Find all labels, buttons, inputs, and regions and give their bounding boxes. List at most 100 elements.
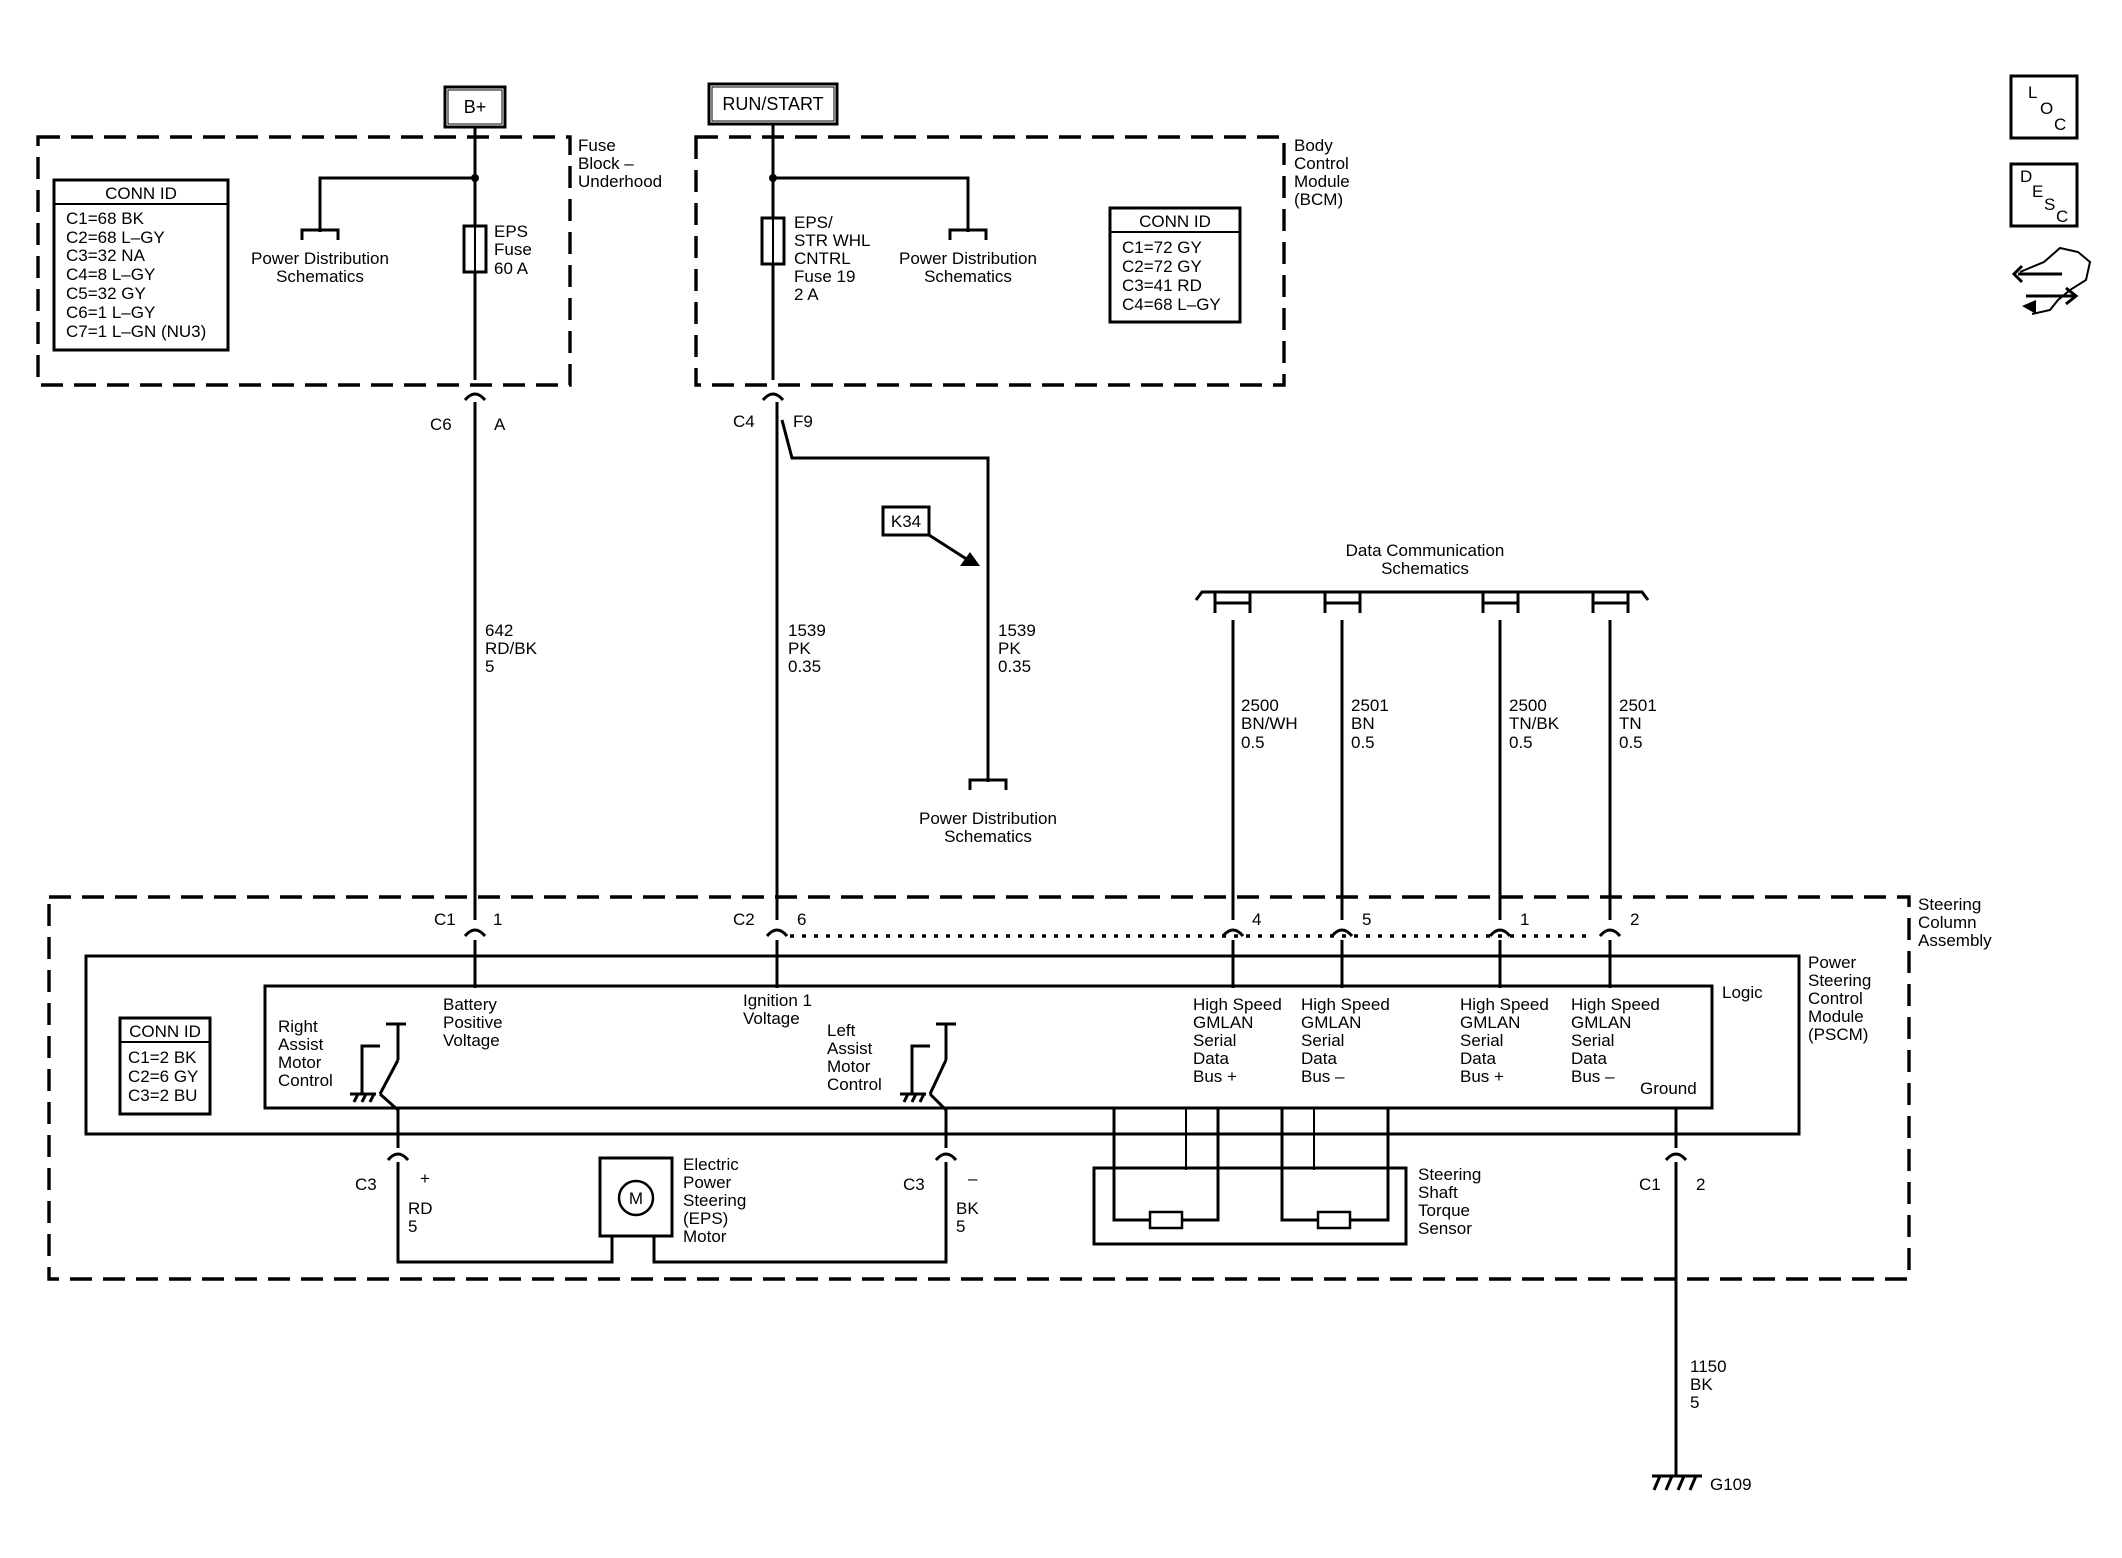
wire-1150-label: 1150 (1690, 1357, 1727, 1376)
bcm-conn-row: C4=68 L–GY (1122, 295, 1221, 314)
bplus-source: B+ (443, 85, 507, 129)
hs1-line-5: Bus + (1193, 1067, 1237, 1086)
eps-fuse-label-2: Fuse (494, 240, 532, 259)
hs2-line-4: Data (1301, 1049, 1337, 1068)
bcm-fuse-label-1: EPS/ (794, 213, 833, 232)
k34-callout[interactable]: K34 (881, 505, 980, 566)
wire-1150-gauge: 5 (1690, 1393, 1699, 1412)
bcm-fuse-label-3: CNTRL (794, 249, 851, 268)
connector-c6-a: C6 A (430, 392, 506, 434)
hs3-line-5: Bus + (1460, 1067, 1504, 1086)
pin-1-label: 1 (493, 910, 502, 929)
fuse-block-conn-row: C6=1 L–GY (66, 303, 155, 322)
wire-2501b-color: TN (1619, 714, 1642, 733)
right-assist-3: Motor (278, 1053, 322, 1072)
pin-5-label: 5 (1362, 910, 1371, 929)
desc-letter-4: C (2056, 207, 2068, 226)
bcm-fuse-label-2: STR WHL (794, 231, 871, 250)
hs4-line-2: GMLAN (1571, 1013, 1631, 1032)
c1g-label: C1 (1639, 1175, 1661, 1194)
bcm-pds-1: Power Distribution (899, 249, 1037, 268)
navigate-icon[interactable] (2011, 246, 2092, 315)
left-assist-3: Motor (827, 1057, 871, 1076)
c3b-label: C3 (903, 1175, 925, 1194)
hs3-line-3: Serial (1460, 1031, 1503, 1050)
eps-fuse-label-3: 60 A (494, 259, 529, 278)
wire-2501b-gauge: 0.5 (1619, 733, 1643, 752)
fuse-block-pds-2: Schematics (276, 267, 364, 286)
power-steering-control-module: Power Steering Control Module (PSCM) Log… (84, 953, 1871, 1136)
pscm-conn-row: C1=2 BK (128, 1048, 197, 1067)
run-start-source: RUN/START (707, 82, 839, 126)
fuse-block-conn-row: C4=8 L–GY (66, 265, 155, 284)
wire-2501b-label: 2501 (1619, 696, 1657, 715)
data-comm-label-2: Schematics (1381, 559, 1469, 578)
c3a-plus: + (420, 1169, 430, 1188)
desc-letter-1: D (2020, 167, 2032, 186)
torque-sensor-3: Torque (1418, 1201, 1470, 1220)
eps-fuse-label-1: EPS (494, 222, 528, 241)
steering-col-label-1: Steering (1918, 895, 1981, 914)
wire-642-color: RD/BK (485, 639, 538, 658)
bcm-label-4: (BCM) (1294, 190, 1343, 209)
c6-label: C6 (430, 415, 452, 434)
hs4-line-5: Bus – (1571, 1067, 1615, 1086)
pscm-conn-id-table: CONN ID C1=2 BK C2=6 GY C3=2 BU (118, 1016, 212, 1116)
loc-letter-3: C (2054, 115, 2066, 134)
hs2-line-5: Bus – (1301, 1067, 1345, 1086)
pin-c1-label: C1 (434, 910, 456, 929)
connector-c3-minus: C3 – BK 5 (903, 1152, 979, 1236)
wire-1539b-label: 1539 (998, 621, 1036, 640)
motor-label-2: Power (683, 1173, 732, 1192)
c3b-minus: – (968, 1169, 978, 1188)
hs4-line-1: High Speed (1571, 995, 1660, 1014)
wire-2500b-gauge: 0.5 (1509, 733, 1533, 752)
wire-2501a-color: BN (1351, 714, 1375, 733)
k34-label: K34 (891, 512, 921, 531)
fuse-block-conn-id-table: CONN ID C1=68 BK C2=68 L–GY C3=32 NA C4=… (52, 178, 230, 352)
bcm-pds-2: Schematics (924, 267, 1012, 286)
left-assist-1: Left (827, 1021, 856, 1040)
c4-label: C4 (733, 412, 755, 431)
hs3-line-2: GMLAN (1460, 1013, 1520, 1032)
wire-bk-gauge: 5 (956, 1217, 965, 1236)
hs2-line-2: GMLAN (1301, 1013, 1361, 1032)
pscm-top-connectors: C1 1 C2 6 4 5 1 2 (434, 910, 1639, 988)
motor-label-5: Motor (683, 1227, 727, 1246)
loc-letter-1: L (2028, 83, 2037, 102)
desc-letter-3: S (2044, 195, 2055, 214)
bcm-conn-row: C1=72 GY (1122, 238, 1202, 257)
hs4-line-3: Serial (1571, 1031, 1614, 1050)
run-start-label: RUN/START (722, 94, 823, 114)
hs2-line-3: Serial (1301, 1031, 1344, 1050)
steering-col-label-3: Assembly (1918, 931, 1992, 950)
bcm-fuse-label-5: 2 A (794, 285, 819, 304)
fuse-block-underhood: Fuse Block – Underhood CONN ID C1=68 BK … (36, 127, 662, 387)
fuse-block-conn-row: C5=32 GY (66, 284, 146, 303)
loc-icon[interactable]: L O C (2009, 74, 2079, 140)
pscm-ground-label: Ground (1640, 1079, 1697, 1098)
wire-2500b-color: TN/BK (1509, 714, 1560, 733)
fuse-block-conn-row: C7=1 L–GN (NU3) (66, 322, 206, 341)
hs1-line-3: Serial (1193, 1031, 1236, 1050)
c3a-label: C3 (355, 1175, 377, 1194)
bat-voltage-1: Battery (443, 995, 497, 1014)
right-assist-1: Right (278, 1017, 318, 1036)
bcm-conn-row: C3=41 RD (1122, 276, 1202, 295)
desc-letter-2: E (2032, 182, 2043, 201)
c6-pin: A (494, 415, 506, 434)
bcm-fuse-label-4: Fuse 19 (794, 267, 855, 286)
eps-motor: M Electric Power Steering (EPS) Motor (598, 1155, 746, 1246)
lower-pds-1: Power Distribution (919, 809, 1057, 828)
fuse-block-label-2: Block – (578, 154, 634, 173)
data-comm-label-1: Data Communication (1346, 541, 1505, 560)
desc-icon[interactable]: D E S C (2009, 162, 2079, 228)
pscm-logic-label: Logic (1722, 983, 1763, 1002)
fuse-block-conn-row: C3=32 NA (66, 246, 146, 265)
c4-pin: F9 (793, 412, 813, 431)
g109-label: G109 (1710, 1475, 1752, 1494)
fuse-block-conn-title: CONN ID (105, 184, 177, 203)
ign-voltage-2: Voltage (743, 1009, 800, 1028)
pscm-label-2: Steering (1808, 971, 1871, 990)
